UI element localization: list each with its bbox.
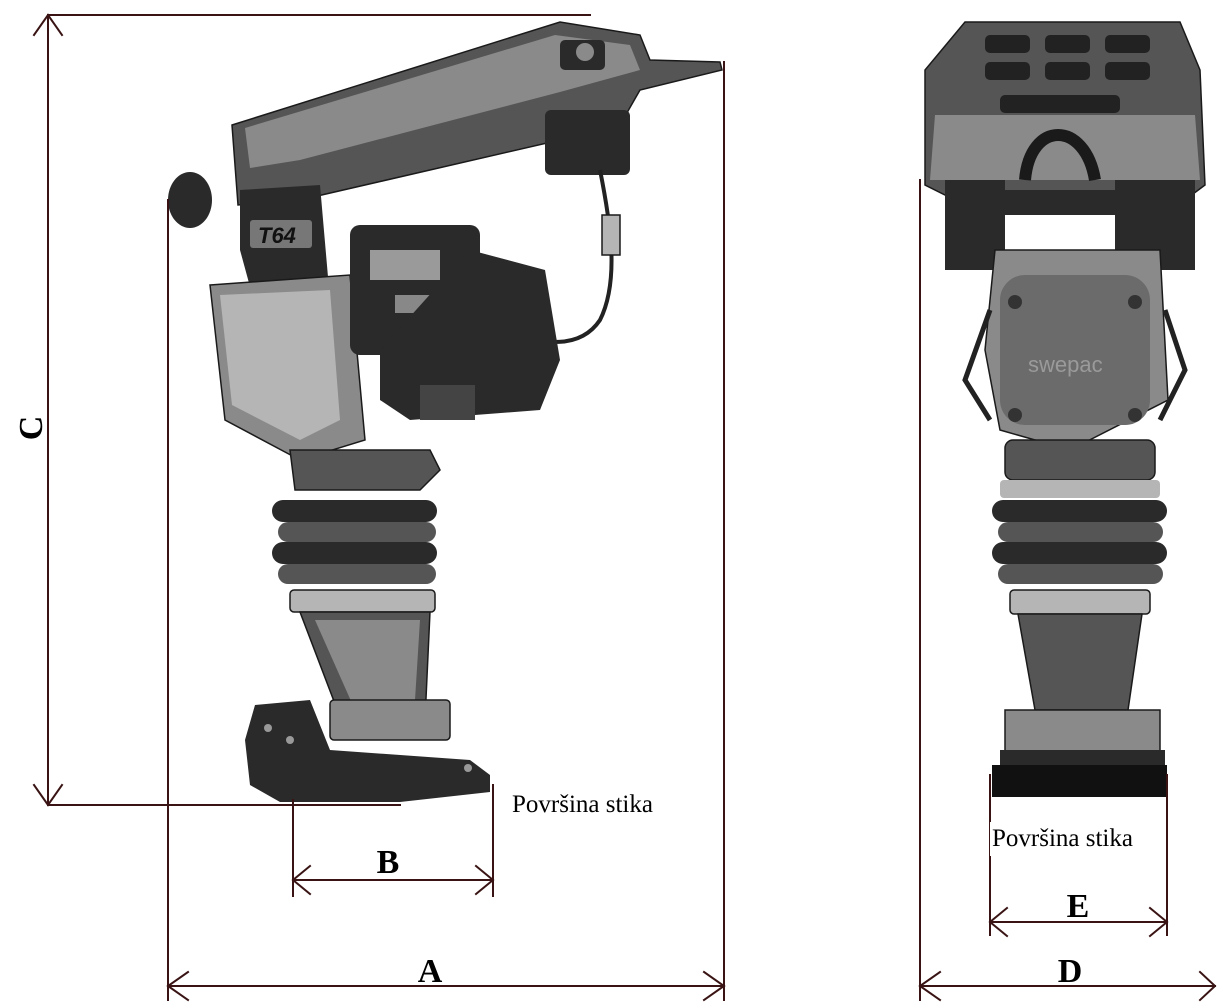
bellows-folds (272, 500, 437, 584)
dimension-d-label: D (1058, 953, 1083, 990)
front-bellows (992, 500, 1167, 584)
dimension-a-label: A (418, 953, 443, 990)
rammer-front-view: swepac (924, 21, 1206, 797)
dimension-b: B (291, 784, 495, 897)
rammer-side-view: T64 (168, 21, 723, 802)
model-badge: T64 (250, 220, 312, 248)
brand-label: swepac (1028, 352, 1103, 377)
contact-surface-caption-side: Površina stika (512, 791, 653, 818)
dimension-a: A (166, 61, 726, 1002)
cover-slots (985, 35, 1150, 113)
dimension-e-label: E (1067, 888, 1090, 925)
dimension-c-label: C (13, 416, 50, 441)
dimension-d: D (918, 179, 1217, 1002)
dimension-c: C (13, 13, 591, 807)
dimension-b-label: B (377, 844, 400, 881)
contact-surface-caption-front: Površina stika (992, 825, 1133, 852)
dimension-e: E (988, 774, 1169, 938)
model-badge-label: T64 (258, 223, 296, 248)
